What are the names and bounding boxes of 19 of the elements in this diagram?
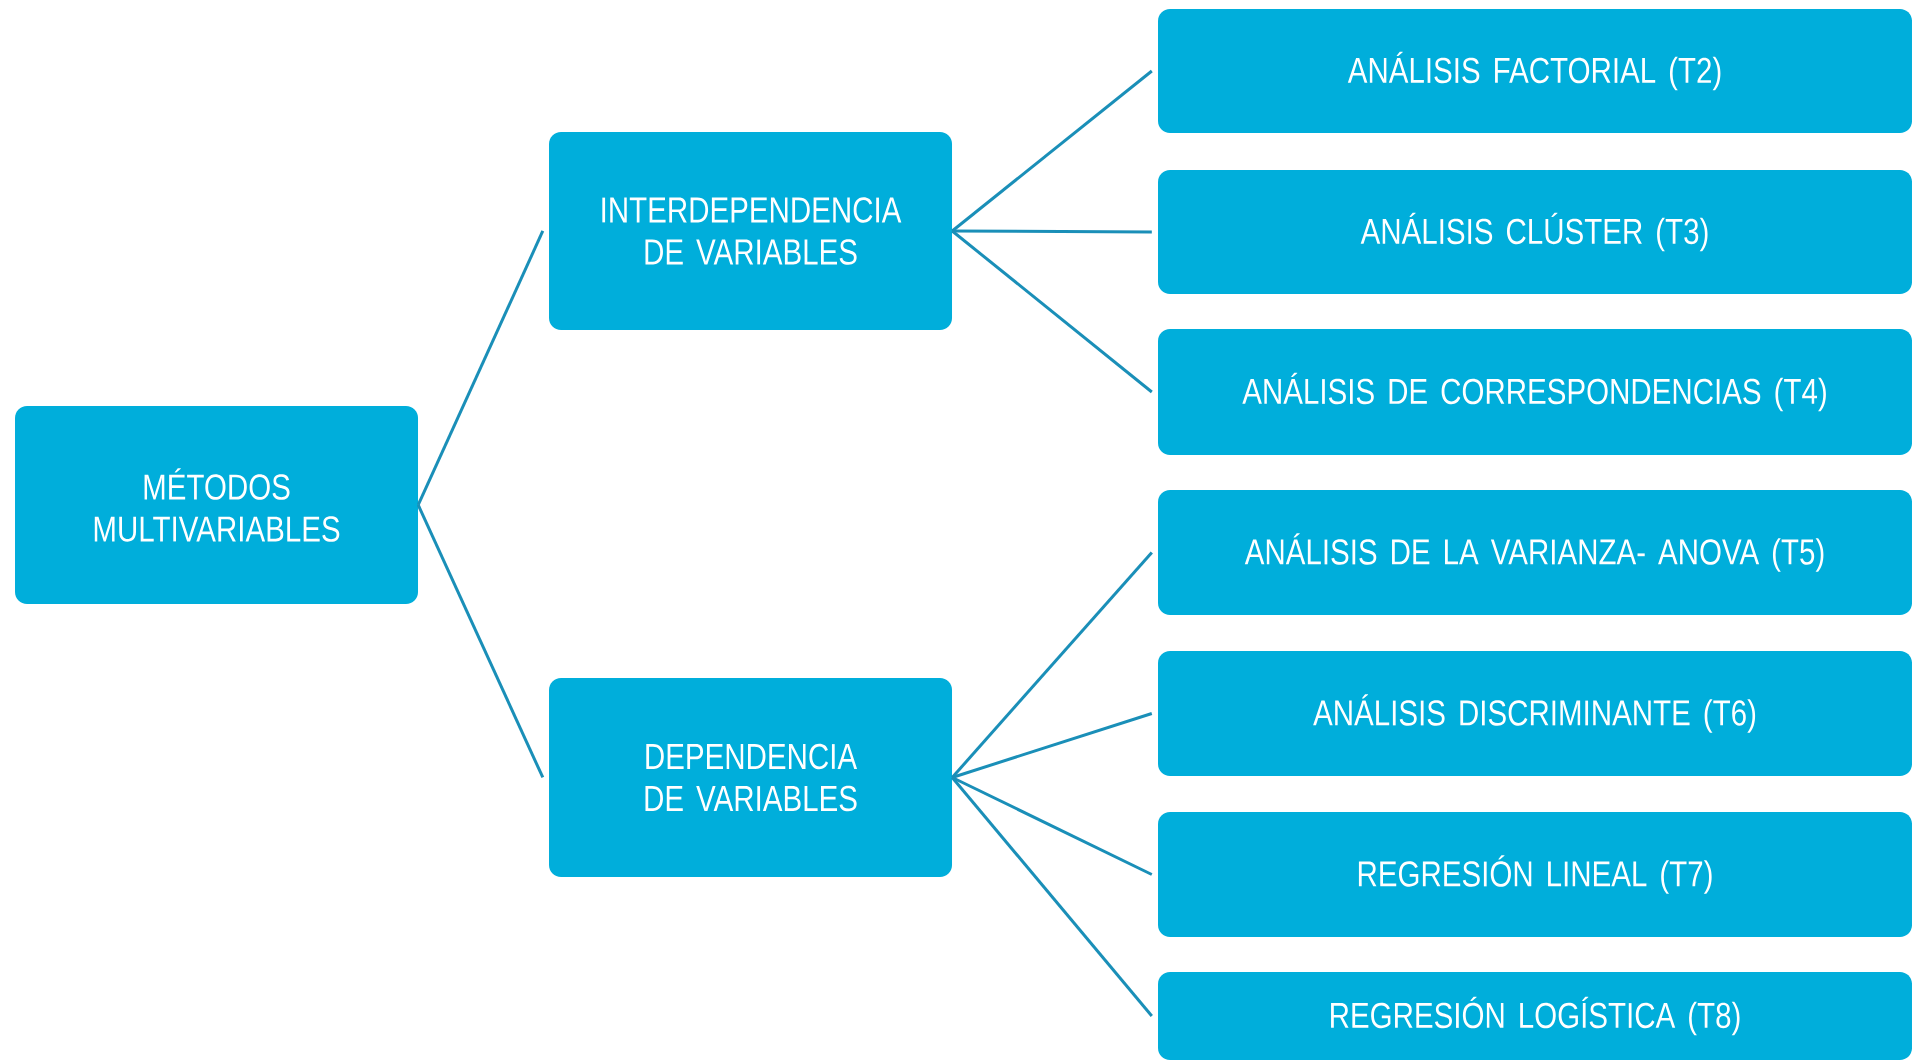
category-box: MÉTODOS MULTIVARIABLES [15, 406, 418, 604]
connector-line [951, 551, 1153, 779]
connector-line [416, 230, 545, 506]
category-box: DEPENDENCIA DE VARIABLES [549, 678, 952, 877]
connector-line [416, 504, 545, 779]
connector-line [952, 229, 1152, 234]
method-box: ANÁLISIS FACTORIAL (T2) [1158, 9, 1912, 133]
method-box: REGRESIÓN LOGÍSTICA (T8) [1158, 972, 1912, 1060]
category-box: INTERDEPENDENCIA DE VARIABLES [549, 132, 952, 330]
connector-line [951, 229, 1153, 394]
connector-line [951, 69, 1153, 233]
connector-line [951, 776, 1153, 1017]
connector-line [951, 712, 1153, 779]
method-box: ANÁLISIS DE CORRESPONDENCIAS (T4) [1158, 329, 1912, 455]
method-box: REGRESIÓN LINEAL (T7) [1158, 812, 1912, 937]
connector-line [951, 776, 1153, 876]
method-box: ANÁLISIS CLÚSTER (T3) [1158, 170, 1912, 294]
method-box: ANÁLISIS DISCRIMINANTE (T6) [1158, 651, 1912, 776]
method-box: ANÁLISIS DE LA VARIANZA- ANOVA (T5) [1158, 490, 1912, 615]
